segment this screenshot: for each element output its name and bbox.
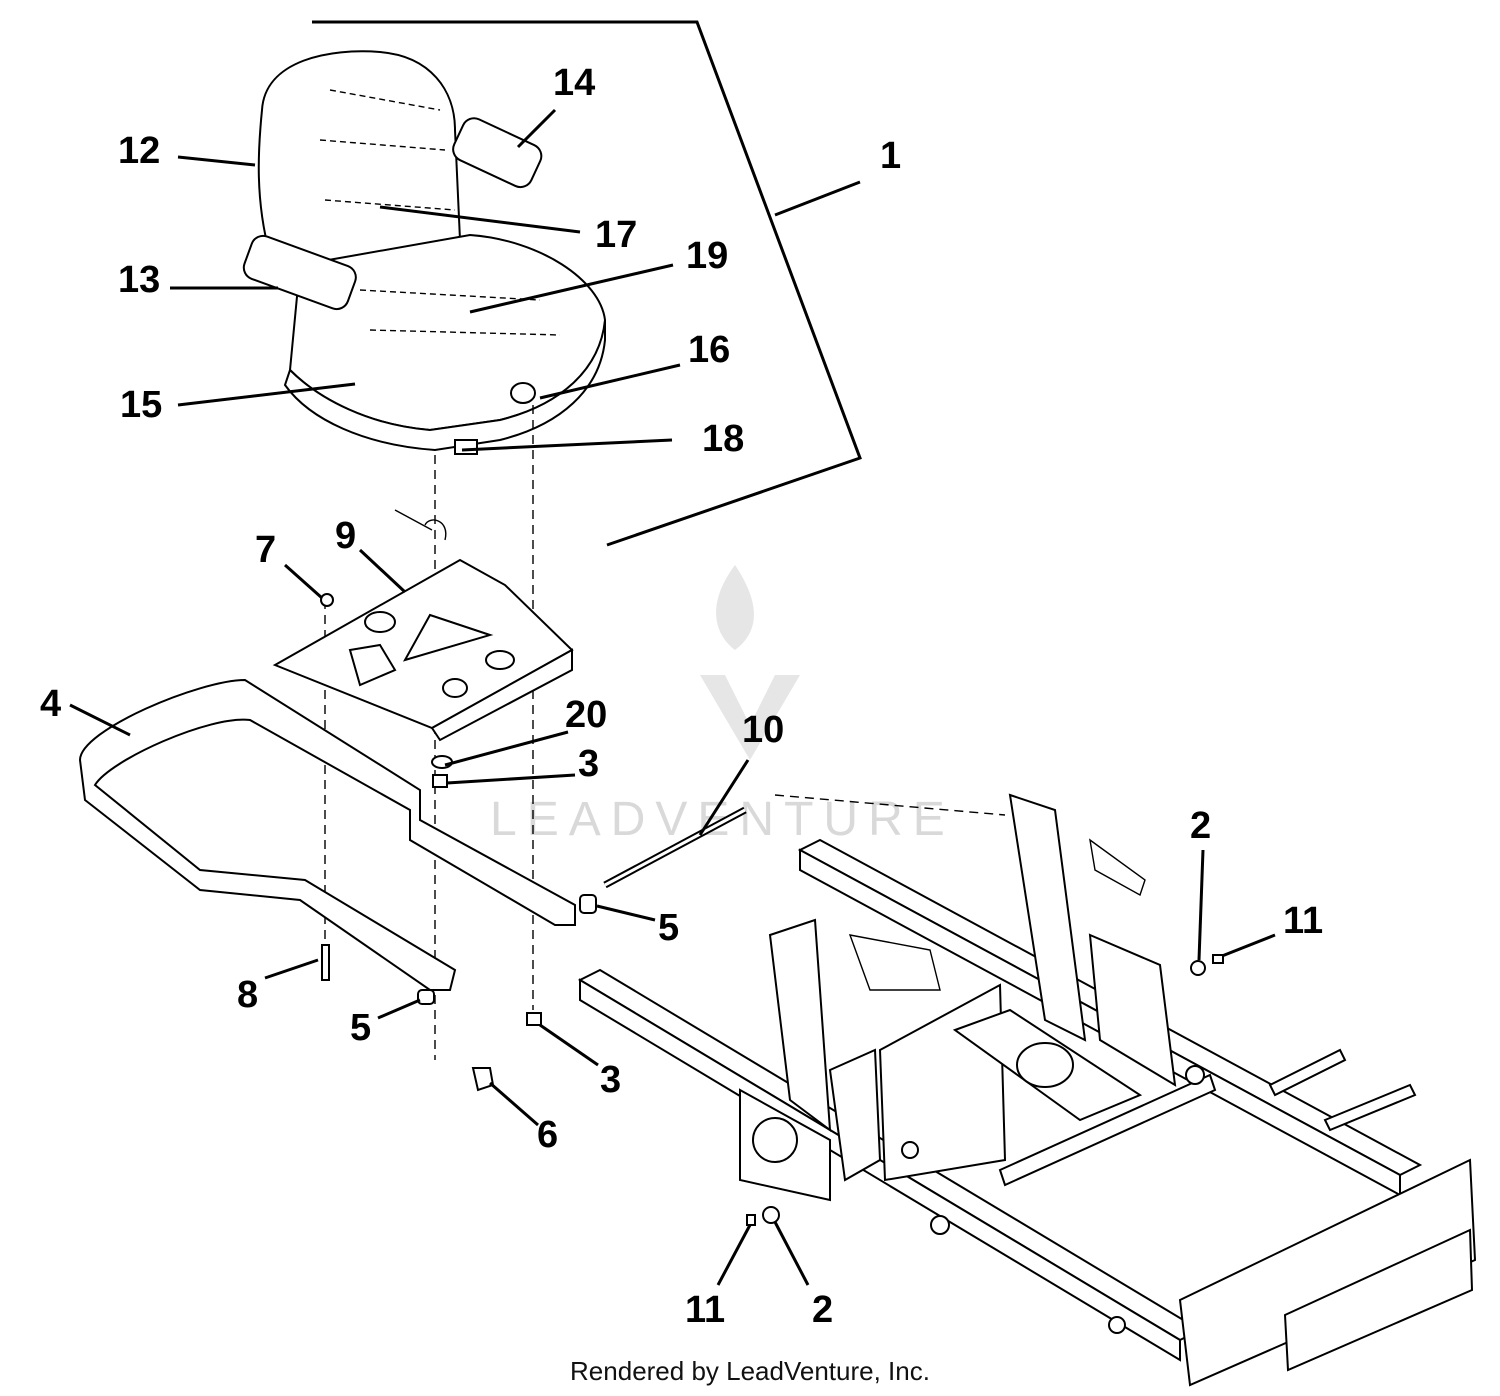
seat-backrest [257,50,462,267]
callout-12: 12 [118,130,160,172]
callout-2-upper: 2 [1190,805,1211,847]
washer-20 [431,755,453,769]
nut-3-upper [432,774,448,788]
seat-assembly [242,50,607,455]
callout-17: 17 [595,214,637,256]
callout-13: 13 [118,259,160,301]
callout-15: 15 [120,384,162,426]
callout-19: 19 [686,235,728,277]
callout-5-upper: 5 [658,907,679,949]
seat-hidden-lines [319,89,561,336]
bolt-8 [321,944,330,981]
callout-18: 18 [702,418,744,460]
washer-2-upper [1190,960,1206,976]
seat-frame-bar [78,678,576,991]
callout-6: 6 [537,1114,558,1156]
callout-11-lower: 11 [685,1289,725,1331]
callout-10: 10 [742,709,784,751]
bushing-5-upper [579,894,597,914]
callout-5-lower: 5 [350,1007,371,1049]
callout-20: 20 [565,694,607,736]
callout-14: 14 [553,62,595,104]
callout-7: 7 [255,529,276,571]
callout-9: 9 [335,515,356,557]
callout-3-lower: 3 [600,1059,621,1101]
right-armrest [452,117,543,189]
nut-6 [471,1067,495,1092]
watermark-text: LEADVENTURE [490,793,955,846]
callout-2-lower: 2 [812,1289,833,1331]
callout-16: 16 [688,329,730,371]
nut-3-lower [526,1012,542,1026]
leader-lines [69,108,1276,1286]
washer-2-lower [762,1206,780,1224]
bolt-11-upper [1212,954,1224,964]
chassis-frame [577,793,1477,1387]
seat-pan [272,509,574,742]
seat-slide [454,439,478,455]
callout-8: 8 [237,974,258,1016]
bushing-5-lower [417,989,435,1005]
callout-11-upper: 11 [1283,900,1323,942]
callout-labels: 1 2 2 3 3 4 5 5 6 7 8 9 10 11 11 12 13 1… [40,62,1323,1331]
seat-adjust-knob [510,382,536,404]
callout-3-upper: 3 [578,743,599,785]
rendered-by-footer: Rendered by LeadVenture, Inc. [570,1356,930,1386]
callout-1: 1 [880,135,901,177]
rod-axis [774,794,1006,816]
bolt-11-lower [746,1214,756,1226]
left-armrest [242,234,357,311]
callout-4: 4 [40,683,61,725]
leadventure-watermark: LEADVENTURE [490,565,955,846]
seat-base [283,319,606,452]
seat-assembly-bracket [312,20,862,547]
nut-7 [320,593,334,607]
